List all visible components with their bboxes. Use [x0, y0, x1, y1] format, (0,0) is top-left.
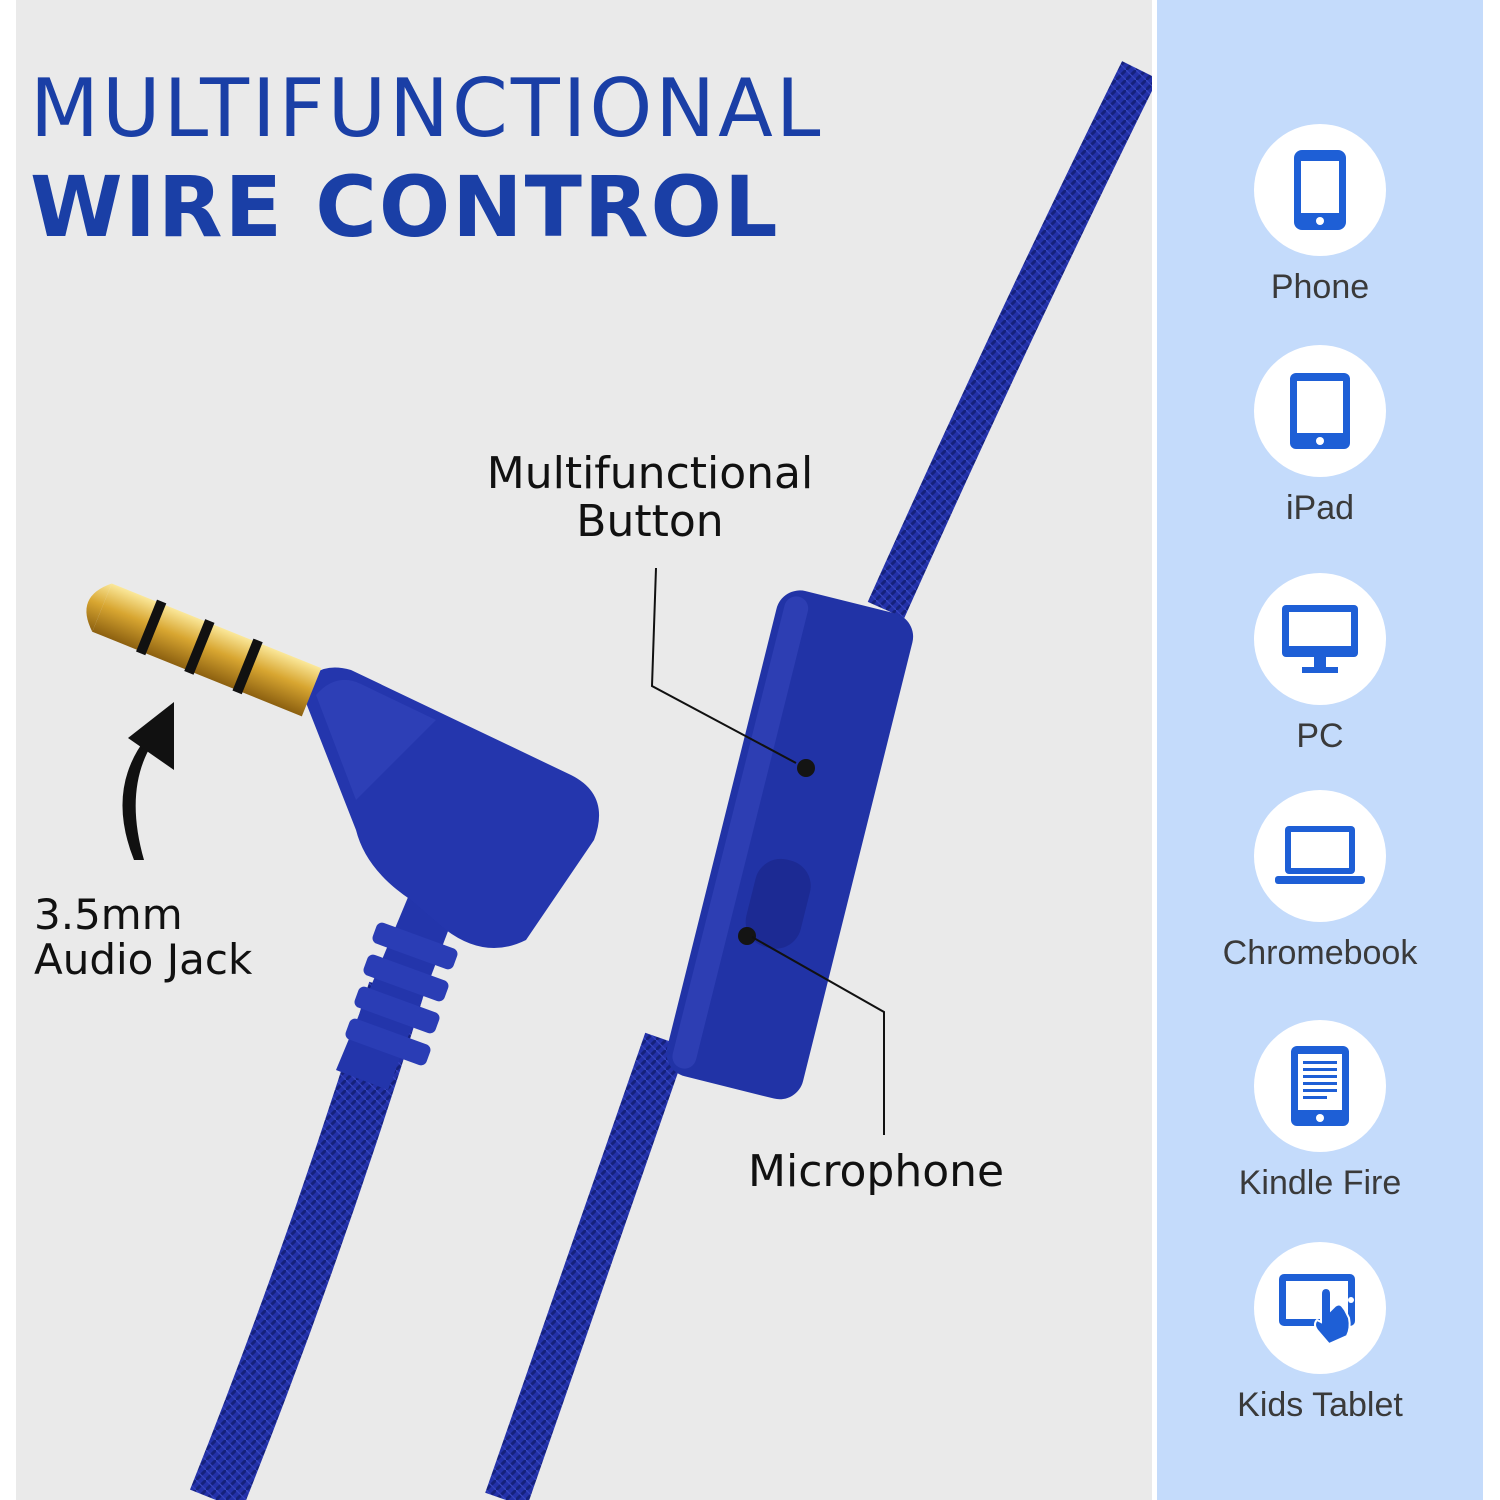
jack-callout-line-1: 3.5mm [34, 890, 183, 939]
device-chromebook: Chromebook [1157, 790, 1483, 973]
device-label: PC [1296, 717, 1344, 755]
headline-line-1: MULTIFUNCTIONAL [30, 62, 824, 155]
device-circle [1254, 790, 1386, 922]
device-circle [1254, 124, 1386, 256]
product-image-panel: MULTIFUNCTIONAL WIRE CONTROL Multifuncti… [16, 0, 1152, 1500]
button-callout: Multifunctional Button [472, 450, 828, 545]
inline-remote [666, 590, 914, 1100]
device-phone: Phone [1157, 124, 1483, 307]
device-label: Phone [1270, 268, 1370, 306]
device-circle [1254, 1020, 1386, 1152]
touch-tablet-icon [1279, 1274, 1355, 1346]
button-dot [797, 759, 815, 777]
device-ipad: iPad [1157, 345, 1483, 528]
device-label: iPad [1285, 489, 1355, 527]
device-pc: PC [1157, 573, 1483, 756]
device-label: Kindle Fire [1238, 1164, 1402, 1202]
strain-relief [336, 890, 458, 1090]
device-kids-tablet: Kids Tablet [1157, 1242, 1483, 1425]
cable-lower-segment [485, 1032, 687, 1500]
compatible-devices-panel: Phone iPad PC [1157, 0, 1483, 1500]
cable-upper-segment [867, 61, 1152, 619]
button-callout-line-2: Button [576, 495, 724, 547]
button-leader-line [650, 567, 797, 764]
device-label: Chromebook [1222, 934, 1418, 972]
device-circle [1254, 345, 1386, 477]
device-circle [1254, 573, 1386, 705]
mic-dot [738, 927, 756, 945]
mic-leader-line [751, 936, 885, 1135]
ereader-icon [1291, 1046, 1349, 1126]
jack-housing [301, 667, 600, 948]
pc-monitor-icon [1282, 605, 1358, 673]
device-kindle-fire: Kindle Fire [1157, 1020, 1483, 1203]
jack-callout: 3.5mm Audio Jack [34, 892, 252, 983]
device-label: Kids Tablet [1237, 1386, 1403, 1424]
phone-icon [1294, 150, 1346, 230]
curved-arrow [122, 702, 174, 860]
ipad-icon [1290, 373, 1350, 449]
jack-callout-line-2: Audio Jack [34, 935, 253, 985]
headline-line-2: WIRE CONTROL [30, 158, 780, 256]
laptop-icon [1275, 826, 1365, 884]
gold-plug [86, 583, 322, 717]
device-circle [1254, 1242, 1386, 1374]
microphone-callout: Microphone [748, 1146, 1005, 1197]
cable-illustration [86, 61, 1152, 1500]
button-callout-line-1: Multifunctional [486, 448, 814, 499]
